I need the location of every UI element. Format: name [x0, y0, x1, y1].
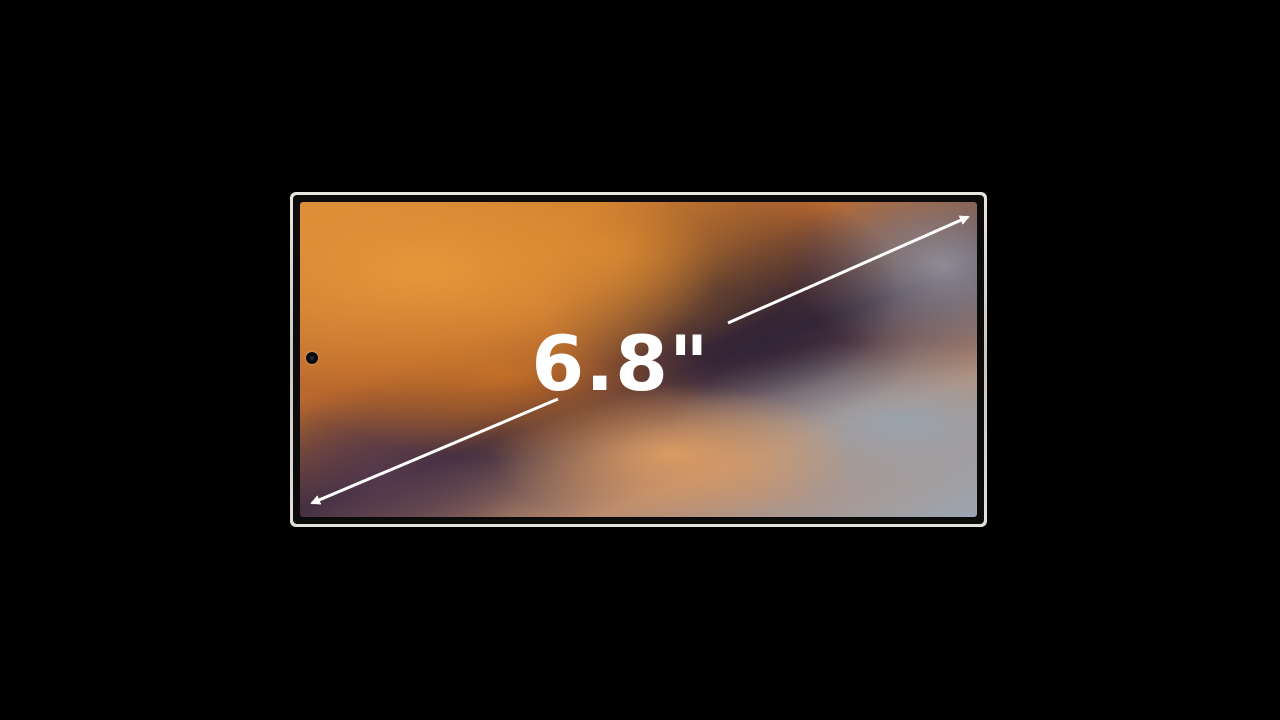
diagonal-arrow-icon — [310, 215, 970, 505]
phone-frame: 6.8" — [290, 192, 987, 527]
diagonal-arrow-upper-segment — [727, 215, 970, 325]
front-camera-icon — [306, 352, 318, 364]
diagonal-arrow-lower-segment — [310, 397, 559, 505]
phone-screen: 6.8" — [300, 202, 977, 517]
phone-bezel: 6.8" — [293, 195, 984, 524]
